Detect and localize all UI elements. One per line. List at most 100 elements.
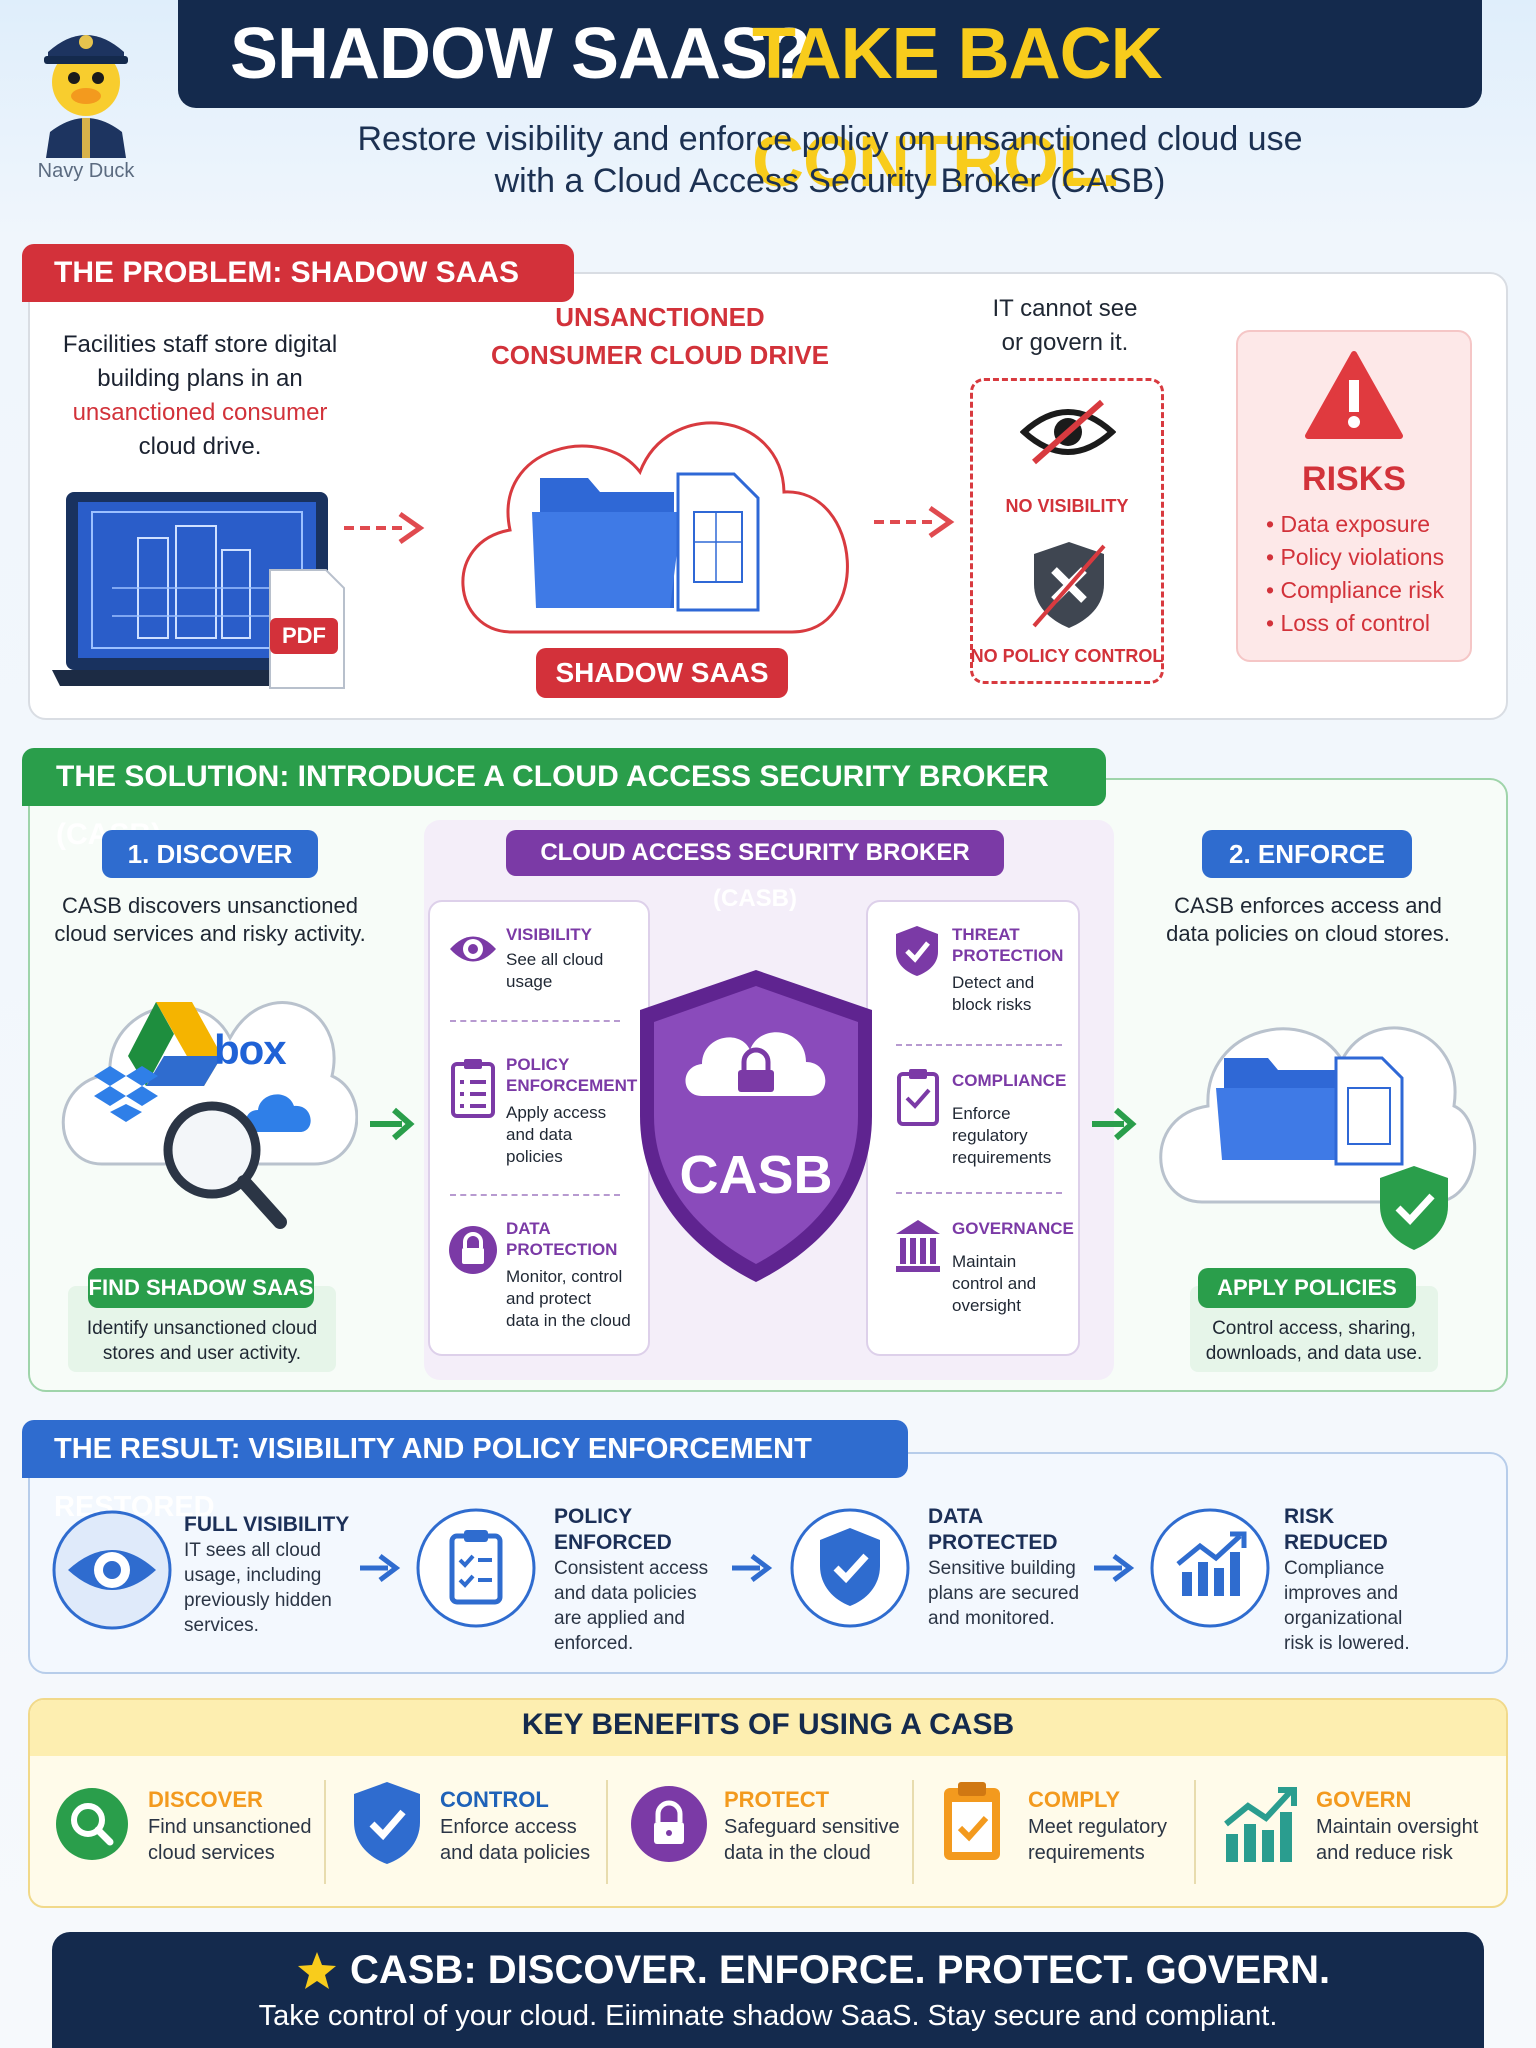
warning-icon <box>1305 351 1403 439</box>
subtitle-line-2: with a Cloud Access Security Broker (CAS… <box>494 162 1166 200</box>
risk-item: • Data exposure <box>1266 511 1431 537</box>
governance-building-icon <box>896 1220 940 1272</box>
clipboard-check-icon <box>944 1782 1000 1860</box>
feature-data-protection: DATA PROTECTION Monitor, control and pro… <box>506 1219 631 1330</box>
lock-icon <box>631 1786 707 1862</box>
pdf-badge: PDF <box>270 618 338 654</box>
risk-reduced-chart-icon <box>1150 1508 1270 1628</box>
policy-checklist-icon <box>416 1508 536 1628</box>
divider <box>450 1194 620 1196</box>
benefit-title: PROTECT <box>724 1787 830 1812</box>
divider <box>912 1780 914 1884</box>
header: Navy Duck SHADOW SAAS? TAKE BACK CONTROL… <box>0 0 1536 230</box>
title-bar <box>178 0 1482 108</box>
navy-duck-mascot-icon <box>44 35 128 158</box>
no-visibility-label: NO VISIBILITY <box>1005 496 1129 516</box>
growth-chart-icon <box>1224 1787 1297 1862</box>
result-full-visibility: FULL VISIBILITY IT sees all cloud usage,… <box>184 1513 350 1636</box>
arrow-right-icon <box>344 511 425 545</box>
divider <box>896 1192 1062 1194</box>
unsanctioned-cloud-icon <box>461 421 849 634</box>
title-part-2: TAKE BACK CONTROL. <box>752 14 1163 202</box>
benefit-protect: PROTECT Safeguard sensitive data in the … <box>724 1786 904 1866</box>
benefits-section <box>28 1698 1508 1908</box>
casb-left-card <box>428 900 650 1356</box>
benefit-comply: COMPLY Meet regulatory requirements <box>1028 1786 1198 1866</box>
benefits-title: KEY BENEFITS OF USING A CASB <box>521 1708 1015 1741</box>
divider <box>606 1780 608 1884</box>
solution-tag: THE SOLUTION: INTRODUCE A CLOUD ACCESS S… <box>22 748 1106 851</box>
feature-governance: GOVERNANCE Maintain control and oversigh… <box>952 1219 1074 1315</box>
benefit-title: CONTROL <box>440 1787 549 1812</box>
divider <box>324 1780 326 1884</box>
result-risk-reduced: RISK REDUCED Compliance improves and org… <box>1284 1505 1410 1654</box>
benefit-control: CONTROL Enforce access and data policies <box>440 1786 610 1866</box>
shield-x-icon <box>1032 542 1106 628</box>
benefit-title: COMPLY <box>1028 1787 1121 1812</box>
policy-list-icon <box>451 1059 495 1118</box>
enforce-title: 2. ENFORCE <box>1202 830 1412 878</box>
feature-visibility: VISIBILITY See all cloud usage <box>506 925 604 991</box>
discover-description: CASB discovers unsanctioned cloud servic… <box>54 893 366 946</box>
title-part-1: SHADOW SAAS? <box>230 14 811 94</box>
compliance-clipboard-icon <box>897 1069 939 1126</box>
feature-policy-enforcement: POLICY ENFORCEMENT Apply access and data… <box>506 1055 638 1166</box>
visibility-eye-icon <box>52 1510 172 1630</box>
benefit-govern: GOVERN Maintain oversight and reduce ris… <box>1316 1786 1496 1866</box>
risk-item: • Policy violations <box>1266 544 1445 570</box>
shield-check-icon <box>896 926 938 976</box>
search-icon <box>56 1788 128 1860</box>
feature-threat-protection: THREAT PROTECTION Detect and block risks <box>952 925 1064 1014</box>
risks-title: RISKS <box>1302 460 1406 498</box>
shield-check-icon <box>354 1782 420 1864</box>
benefit-discover: DISCOVER Find unsanctioned cloud service… <box>148 1786 318 1866</box>
risk-item: • Loss of control <box>1266 610 1431 636</box>
benefit-title: DISCOVER <box>148 1787 263 1812</box>
result-policy-enforced: POLICY ENFORCED Consistent access and da… <box>554 1505 709 1654</box>
eye-slash-icon <box>1020 399 1116 465</box>
arrow-right-icon <box>1094 1554 1135 1582</box>
casb-shield-label: CASB <box>679 1145 833 1205</box>
benefit-title: GOVERN <box>1316 1787 1412 1812</box>
problem-description: Facilities staff store digital building … <box>62 331 338 460</box>
casb-shield-icon <box>640 970 872 1282</box>
apply-policies-title: APPLY POLICIES <box>1198 1268 1416 1308</box>
casb-title: CLOUD ACCESS SECURITY BROKER (CASB) <box>506 830 1004 912</box>
arrow-right-icon <box>732 1554 773 1582</box>
result-tag: THE RESULT: VISIBILITY AND POLICY ENFORC… <box>22 1420 908 1523</box>
arrow-right-icon <box>874 505 955 539</box>
protected-cloud-icon <box>1159 1026 1477 1250</box>
shadow-saas-badge: SHADOW SAAS <box>536 648 788 698</box>
feature-compliance: COMPLIANCE Enforce regulatory requiremen… <box>952 1071 1067 1167</box>
brand-name: Navy Duck <box>37 160 135 182</box>
divider <box>450 1020 620 1022</box>
cloud-title: UNSANCTIONED CONSUMER CLOUD DRIVE <box>490 302 829 370</box>
it-cannot-see: IT cannot see or govern it. <box>992 295 1138 356</box>
result-data-protected: DATA PROTECTED Sensitive building plans … <box>928 1505 1080 1629</box>
no-policy-control-label: NO POLICY CONTROL <box>970 646 1164 666</box>
subtitle-line-1: Restore visibility and enforce policy on… <box>357 120 1303 158</box>
star-icon <box>298 1952 336 1989</box>
box-logo: box <box>214 1026 287 1073</box>
cloud-services-icon <box>61 1001 358 1229</box>
discover-title: 1. DISCOVER <box>102 830 318 878</box>
find-shadow-title: FIND SHADOW SAAS <box>88 1268 314 1308</box>
footer-headline: CASB: DISCOVER. ENFORCE. PROTECT. GOVERN… <box>350 1948 1331 1992</box>
arrow-right-icon <box>1092 1107 1137 1141</box>
footer-tagline: Take control of your cloud. Eiiminate sh… <box>258 2000 1278 2032</box>
data-protected-shield-icon <box>790 1508 910 1628</box>
laptop-blueprint-icon <box>52 492 345 689</box>
casb-right-card <box>866 900 1080 1356</box>
problem-tag: THE PROBLEM: SHADOW SAAS <box>22 244 574 302</box>
arrow-right-icon <box>370 1107 415 1141</box>
find-shadow-text: Identify unsanctioned cloud stores and u… <box>86 1318 318 1364</box>
enforce-description: CASB enforces access and data policies o… <box>1166 893 1450 946</box>
divider <box>896 1044 1062 1046</box>
footer-banner <box>52 1932 1484 2048</box>
eye-icon <box>450 936 496 962</box>
arrow-right-icon <box>360 1554 401 1582</box>
apply-policies-text: Control access, sharing, downloads, and … <box>1205 1318 1423 1364</box>
risks-list: • Data exposure • Policy violations • Co… <box>1266 508 1444 640</box>
risk-item: • Compliance risk <box>1266 577 1445 603</box>
lock-icon <box>449 1226 497 1274</box>
